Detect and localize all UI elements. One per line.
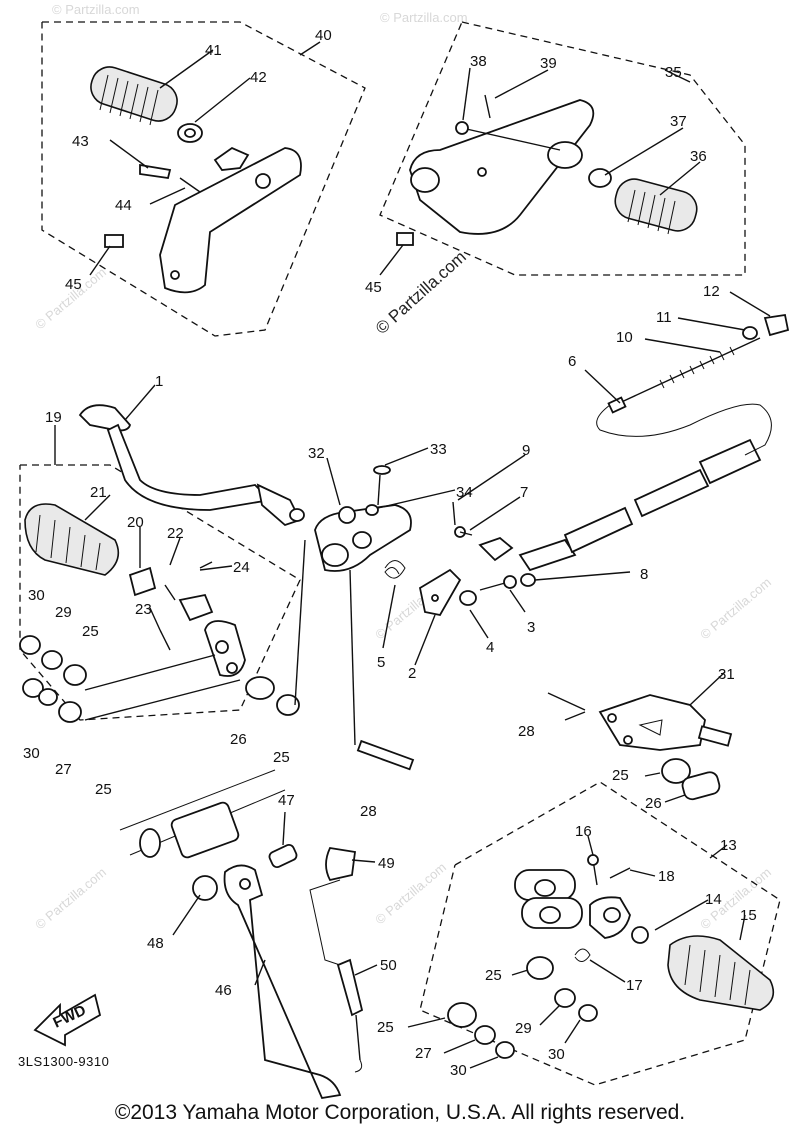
label-36: 36	[690, 148, 707, 165]
label-41: 41	[205, 42, 222, 59]
fwd-arrow: FWD	[33, 993, 102, 1047]
shift-linkage	[314, 465, 517, 771]
diagram-code: 3LS1300-9310	[18, 1054, 109, 1069]
label-29b: 29	[515, 1020, 532, 1037]
label-17: 17	[626, 977, 643, 994]
watermark-faint-2: © Partzilla.com	[380, 10, 468, 25]
label-24: 24	[233, 559, 250, 576]
label-9: 9	[522, 442, 530, 459]
label-42: 42	[250, 69, 267, 86]
label-7: 7	[520, 484, 528, 501]
label-48: 48	[147, 935, 164, 952]
label-38: 38	[470, 53, 487, 70]
label-19: 19	[45, 409, 62, 426]
label-30d: 30	[450, 1062, 467, 1079]
label-43: 43	[72, 133, 89, 150]
label-12: 12	[703, 283, 720, 300]
watermark-main: © Partzilla.com	[372, 247, 470, 338]
copyright-footer: ©2013 Yamaha Motor Corporation, U.S.A. A…	[114, 1101, 686, 1124]
watermark-faint-4: © Partzilla.com	[697, 574, 774, 642]
part-labels: 1 2 3 4 5 6 7 8 9 10 11 12 13 14 15 16 1…	[23, 27, 757, 1079]
label-15: 15	[740, 907, 757, 924]
label-47: 47	[278, 792, 295, 809]
shift-pedal-1	[78, 404, 306, 706]
label-4: 4	[486, 639, 494, 656]
faint-watermarks: © Partzilla.com © Partzilla.com © Partzi…	[32, 2, 774, 932]
label-49: 49	[378, 855, 395, 872]
label-33: 33	[430, 441, 447, 458]
label-27a: 27	[55, 761, 72, 778]
label-28b: 28	[360, 803, 377, 820]
label-28a: 28	[518, 723, 535, 740]
group-31-bracket	[547, 692, 733, 801]
label-21: 21	[90, 484, 107, 501]
frame-and-sidestand	[119, 769, 364, 1100]
label-44: 44	[115, 197, 132, 214]
watermark-faint-5: © Partzilla.com	[32, 864, 109, 932]
label-32: 32	[308, 445, 325, 462]
group-40-left-footrest-bracket	[41, 21, 366, 337]
watermark-faint-1: © Partzilla.com	[52, 2, 140, 17]
label-25d: 25	[612, 767, 629, 784]
label-1: 1	[155, 373, 163, 390]
group-13-right-footrest	[419, 781, 781, 1086]
label-18: 18	[658, 868, 675, 885]
label-16: 16	[575, 823, 592, 840]
label-14: 14	[705, 891, 722, 908]
group-35-right-footrest-bracket	[379, 21, 746, 276]
label-34: 34	[456, 484, 473, 501]
label-25b: 25	[95, 781, 112, 798]
label-22: 22	[167, 525, 184, 542]
label-40: 40	[315, 27, 332, 44]
label-29a: 29	[55, 604, 72, 621]
label-35: 35	[665, 64, 682, 81]
label-45a: 45	[65, 276, 82, 293]
label-11: 11	[656, 309, 672, 326]
shift-rod-cable	[452, 313, 790, 587]
label-26a: 26	[230, 731, 247, 748]
label-31: 31	[718, 666, 735, 683]
group-19-front-left-footrest	[19, 464, 301, 723]
label-20: 20	[127, 514, 144, 531]
leader-lines	[54, 41, 771, 1069]
watermark-faint-3: © Partzilla.com	[32, 264, 109, 332]
label-5: 5	[377, 654, 385, 671]
label-45b: 45	[365, 279, 382, 296]
label-30b: 30	[23, 745, 40, 762]
label-26b: 26	[645, 795, 662, 812]
label-8: 8	[640, 566, 648, 583]
label-23: 23	[135, 601, 152, 618]
label-30a: 30	[28, 587, 45, 604]
label-25f: 25	[377, 1019, 394, 1036]
label-39: 39	[540, 55, 557, 72]
label-2: 2	[408, 665, 416, 682]
label-6: 6	[568, 353, 576, 370]
label-3: 3	[527, 619, 535, 636]
label-37: 37	[670, 113, 687, 130]
label-13: 13	[720, 837, 737, 854]
label-25c: 25	[273, 749, 290, 766]
label-30c: 30	[548, 1046, 565, 1063]
label-50: 50	[380, 957, 397, 974]
label-25e: 25	[485, 967, 502, 984]
label-46: 46	[215, 982, 232, 999]
label-27b: 27	[415, 1045, 432, 1062]
label-25a: 25	[82, 623, 99, 640]
label-10: 10	[616, 329, 633, 346]
